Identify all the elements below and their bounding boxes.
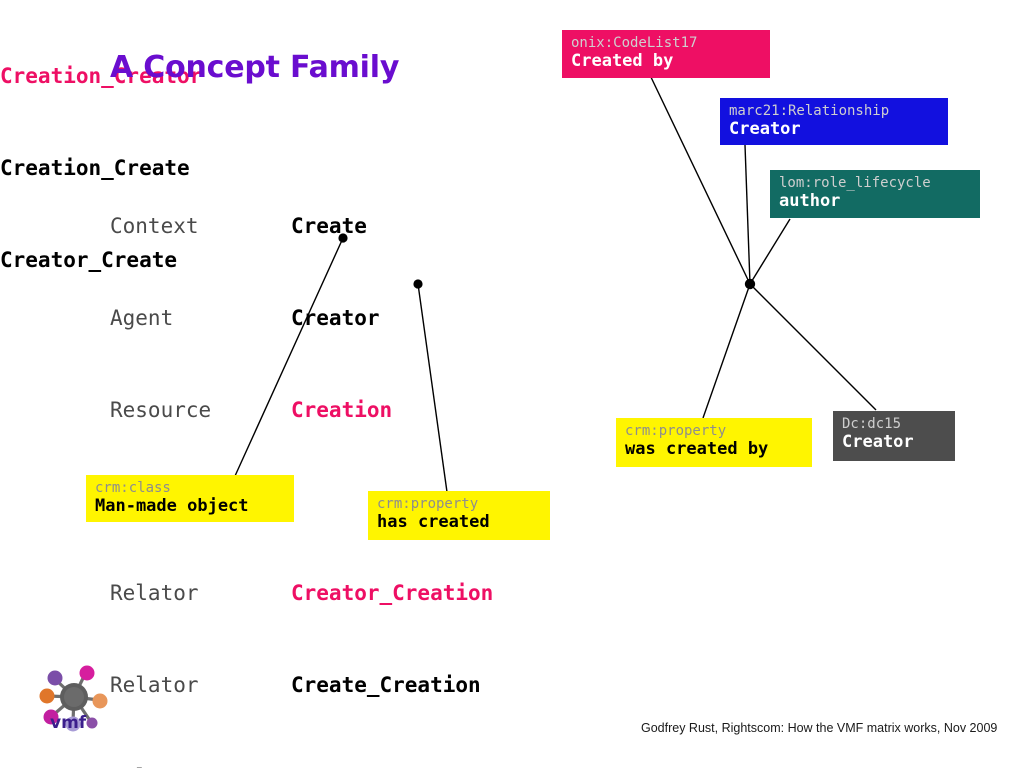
callout-value: Creator [729,119,801,140]
callout-namespace: crm:class [95,480,171,496]
callout-crm-class[interactable]: crm:class Man-made object [86,475,294,522]
callout-value: Creator [842,432,914,453]
callout-dc-dc15[interactable]: Dc:dc15 Creator [833,411,955,461]
label-relator-1: Relator [110,581,199,606]
callout-namespace: crm:property [625,423,727,439]
value-agent: Creator [291,305,380,330]
label-relator-3: Relator [110,762,211,768]
callout-value: Man-made object [95,496,249,517]
callout-onix-codelist17[interactable]: onix:CodeList17 Created by [562,30,770,78]
callout-namespace: crm:property [377,496,479,512]
callout-namespace: lom:role_lifecycle [779,175,931,191]
callout-marc21-relationship[interactable]: marc21:Relationship Creator [720,98,948,145]
concept-label-column: Context Agent Resource Relator Relator R… [110,150,211,768]
label-context: Context [110,214,199,239]
value-context: Create [291,214,367,239]
callout-namespace: marc21:Relationship [729,103,890,119]
callout-namespace: Dc:dc15 [842,416,902,432]
callout-value: was created by [625,439,769,460]
callout-value: Created by [571,51,674,72]
concept-value-column-secondary: Creation_Creator Creation_Create Creator… [0,0,1024,337]
value-relator-2: Create_Creation [291,673,481,698]
value-resource: Creation [291,397,393,422]
label-agent: Agent [110,305,174,330]
callout-crm-property-was-created-by[interactable]: crm:property was created by [616,418,812,467]
label-resource: Resource [110,397,212,422]
callout-value: has created [377,512,490,533]
callout-namespace: onix:CodeList17 [571,35,698,51]
value2-relator-1: Creation_Creator [0,64,203,89]
callout-crm-property-has-created[interactable]: crm:property has created [368,491,550,540]
vmf-wordmark: vmf [50,713,87,733]
label-relator-2: Relator [110,673,199,698]
footer-credit: Godfrey Rust, Rightscom: How the VMF mat… [641,721,998,735]
value-relator-3: Create_Creator [291,762,506,768]
concept-value-column: Create Creator Creation Creator_Creation… [291,150,506,768]
callout-value: author [779,191,841,212]
callout-lom-role-lifecycle[interactable]: lom:role_lifecycle author [770,170,980,218]
page-title: A Concept Family [110,50,400,85]
value-relator-1: Creator_Creation [291,581,494,606]
value2-relator-3: Creator_Create [0,247,178,272]
value2-relator-2: Creation_Create [0,155,190,180]
vmf-logo-icon [39,665,108,732]
